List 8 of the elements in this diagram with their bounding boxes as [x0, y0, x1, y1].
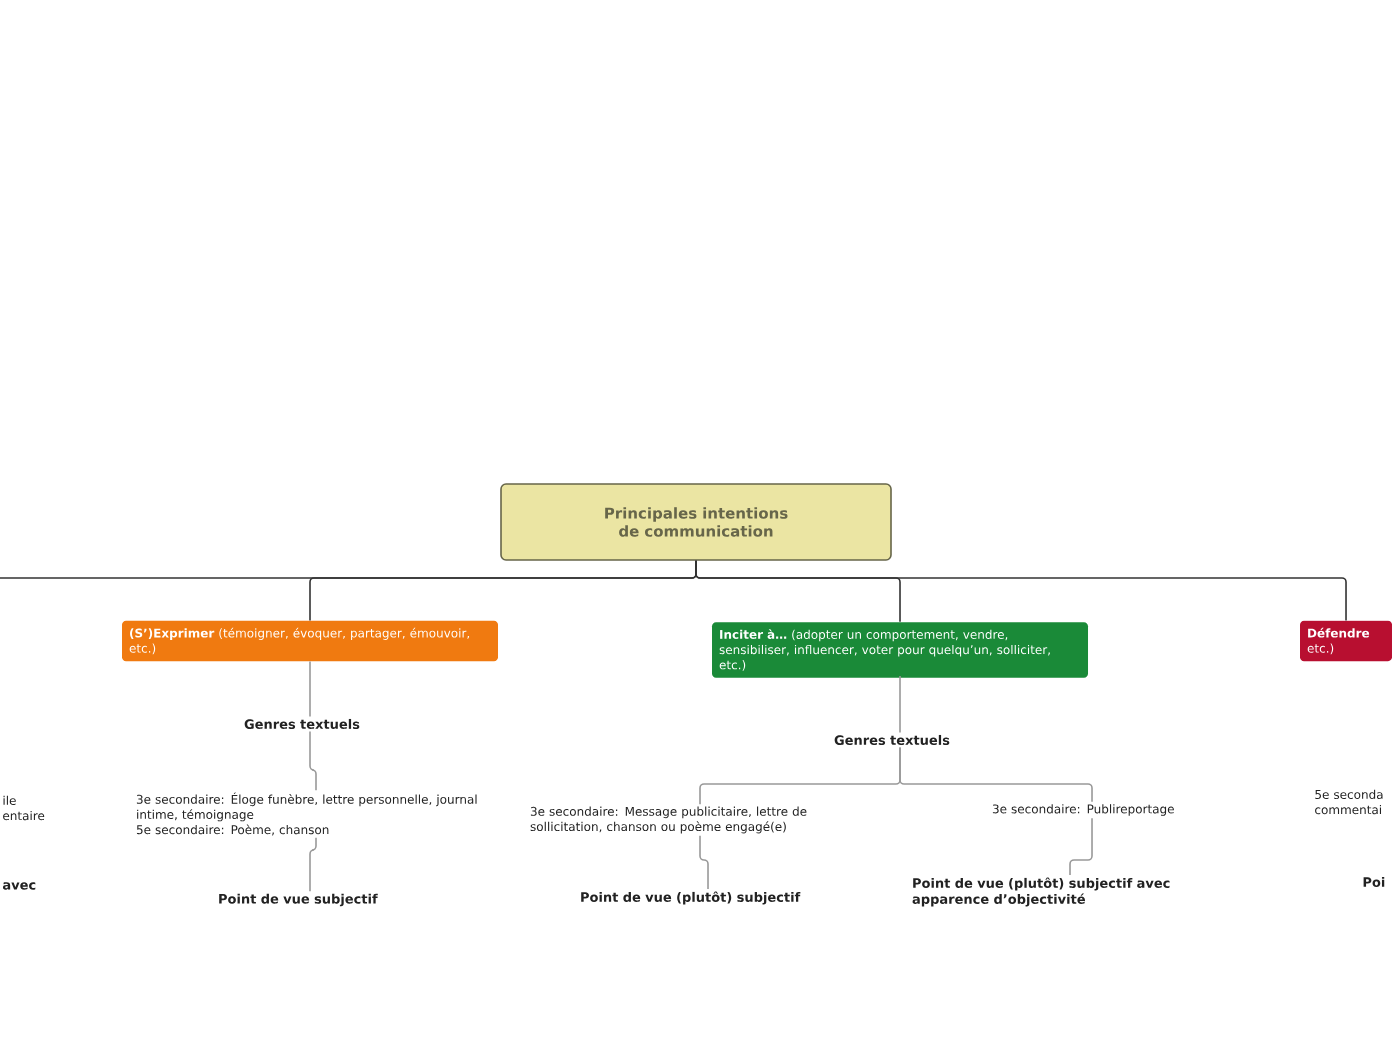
connector-line — [1069, 817, 1093, 876]
connector-line — [899, 675, 901, 734]
connector-line — [899, 746, 1093, 803]
connector-line — [309, 660, 311, 718]
connector-line — [699, 835, 709, 890]
connector-line — [695, 560, 1347, 622]
connector-line — [309, 730, 317, 791]
connector-line — [309, 837, 317, 893]
